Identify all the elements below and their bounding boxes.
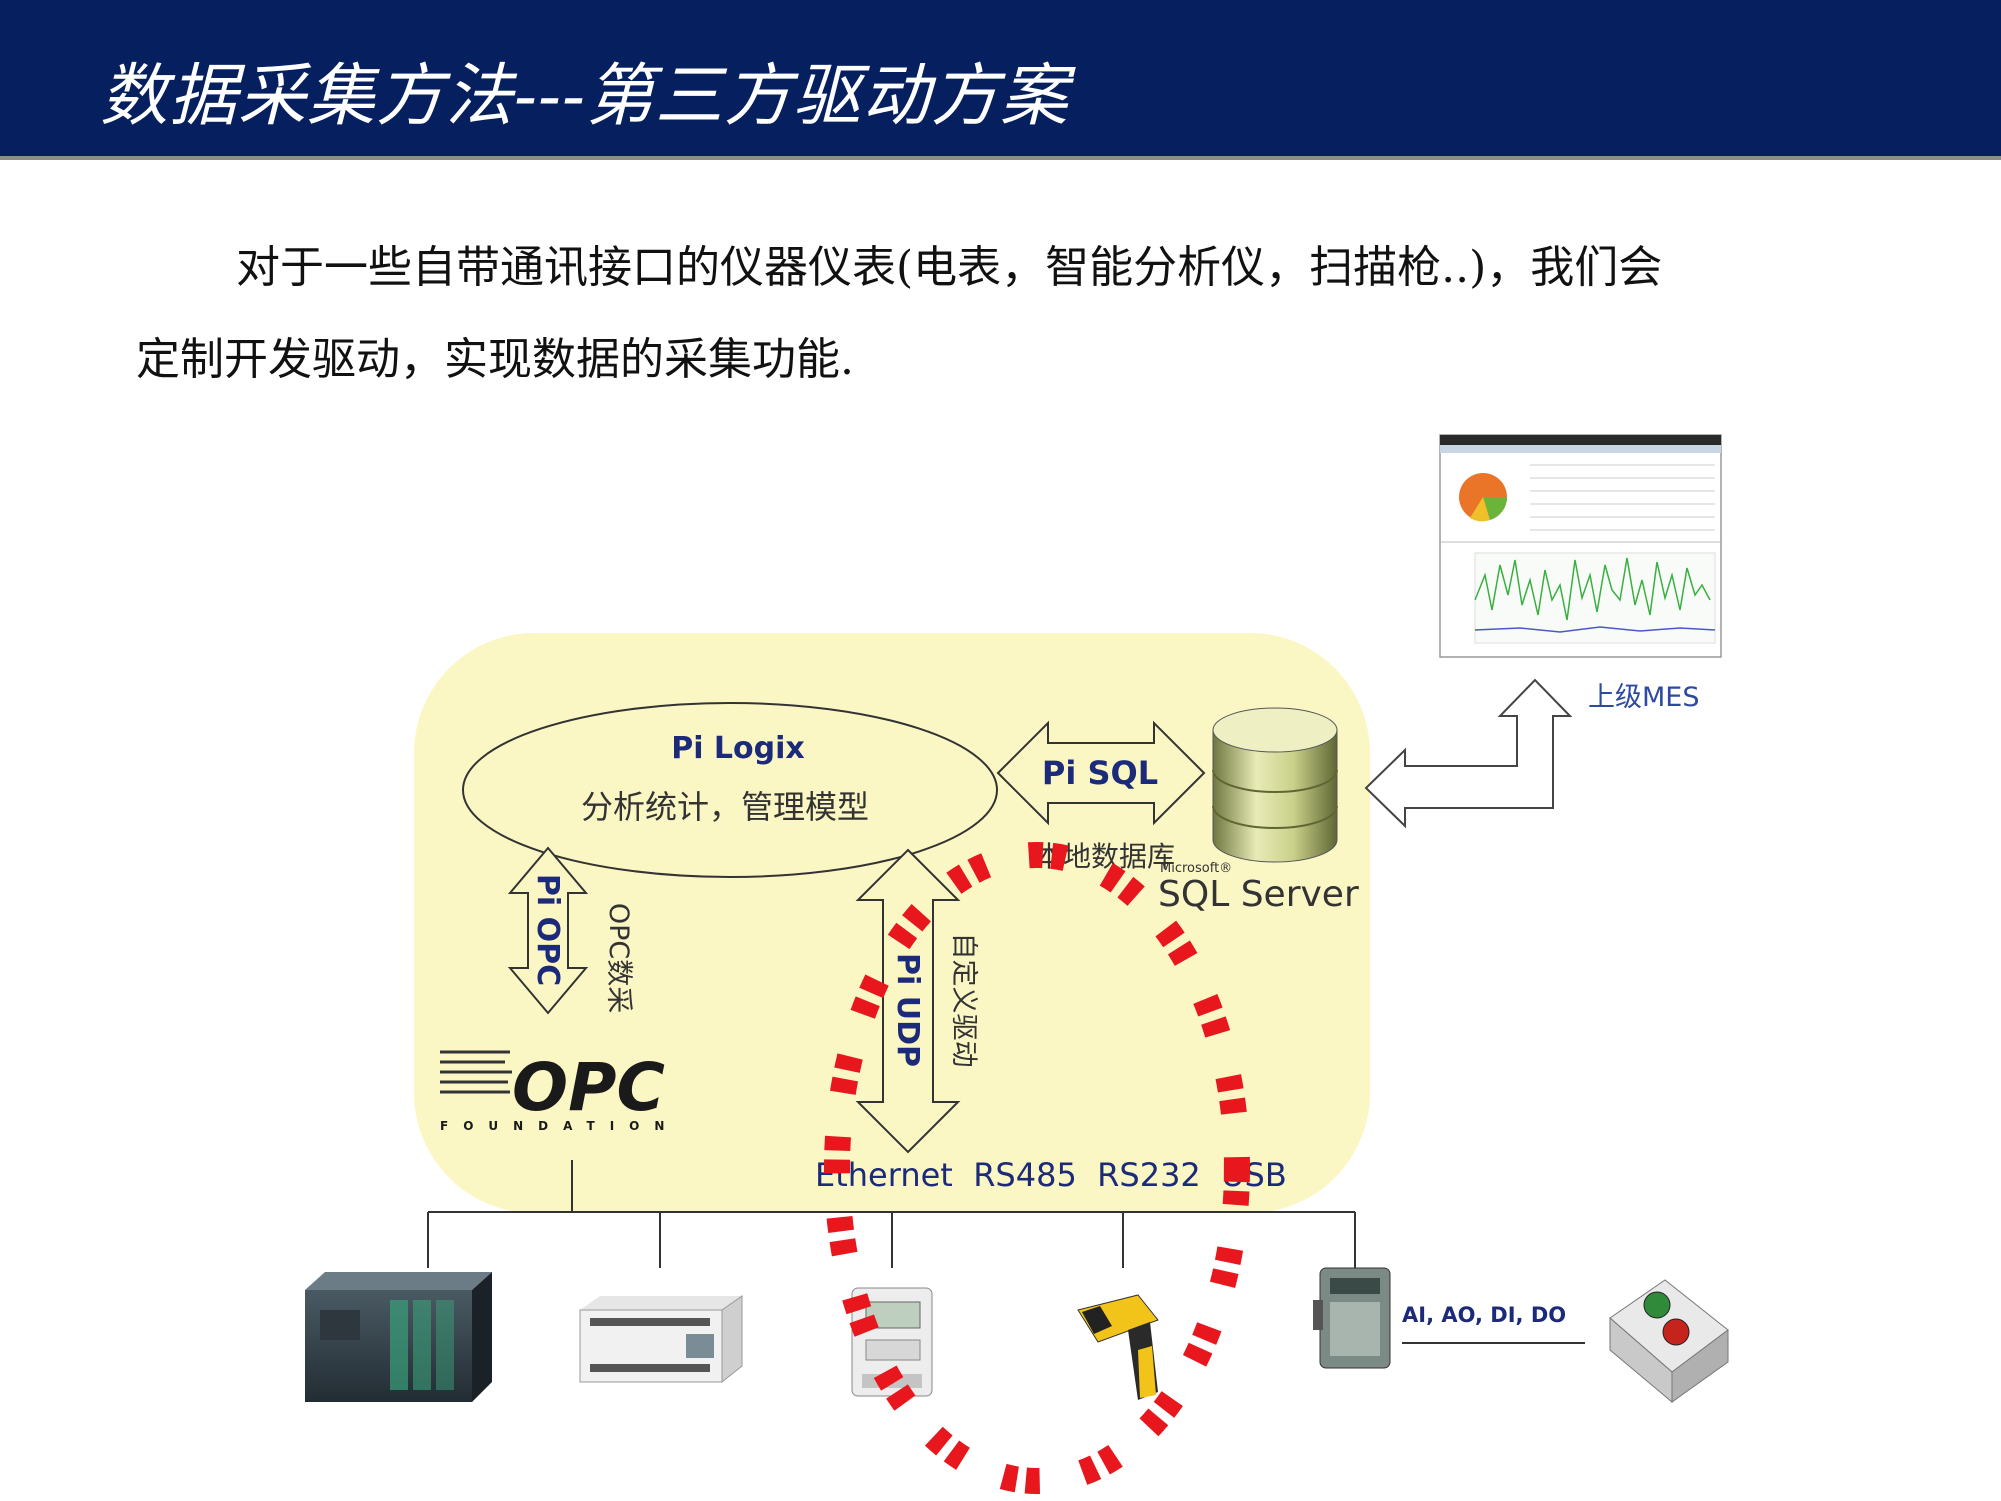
compact-plc-icon [579,1295,743,1384]
barcode-scanner-icon [1077,1294,1159,1400]
push-button-box-icon [1609,1279,1729,1404]
pi-opc-label: Pi OPC [530,874,565,986]
pi-logix-subtitle: 分析统计，管理模型 [581,788,869,826]
pi-sql-label: Pi SQL [1042,754,1158,792]
opc-collect-label: OPC数采 [603,903,634,1013]
intro-line-2: 定制开发驱动，实现数据的采集功能. [136,334,854,385]
pi-logix-node: Pi Logix 分析统计，管理模型 [462,702,998,878]
interfaces-label: Ethernet RS485 RS232 USB [815,1156,1287,1194]
opc-foundation-logo: OPC FOUNDATION [440,1049,679,1133]
electric-meter-icon [851,1287,933,1397]
intro-paragraph: 对于一些自带通讯接口的仪器仪表(电表，智能分析仪，扫描枪..)，我们会 定制开发… [136,222,1896,406]
custom-driver-highlight [824,842,1250,1494]
device-bus [427,1160,1356,1268]
io-signals-label: AI, AO, DI, DO [1402,1303,1566,1327]
pi-sql-arrow: Pi SQL [996,720,1206,826]
pi-udp-arrow: Pi UDP [855,848,961,1154]
upper-mes-label: 上级MES [1588,682,1700,713]
io-module-icon [1313,1267,1391,1369]
opc-logo-text: OPC [512,1049,665,1126]
slide-header: 数据采集方法---第三方驱动方案 [0,0,2001,160]
pi-udp-label: Pi UDP [890,953,925,1067]
intro-line-1: 对于一些自带通讯接口的仪器仪表(电表，智能分析仪，扫描枪..)，我们会 [236,242,1663,293]
pi-opc-arrow: Pi OPC [507,846,589,1015]
sql-server-small: Microsoft® [1160,861,1232,876]
pi-logix-title: Pi Logix [671,731,805,766]
custom-driver-label: 自定义驱动 [948,933,979,1068]
plc-device-icon [305,1272,492,1402]
mes-arrow [1364,678,1573,829]
slide-title: 数据采集方法---第三方驱动方案 [100,57,1069,136]
sql-server-label: SQL Server [1158,874,1359,915]
opc-foundation-text: FOUNDATION [440,1119,679,1133]
mes-dashboard-screenshot [1439,434,1722,658]
database-icon [1212,707,1338,863]
